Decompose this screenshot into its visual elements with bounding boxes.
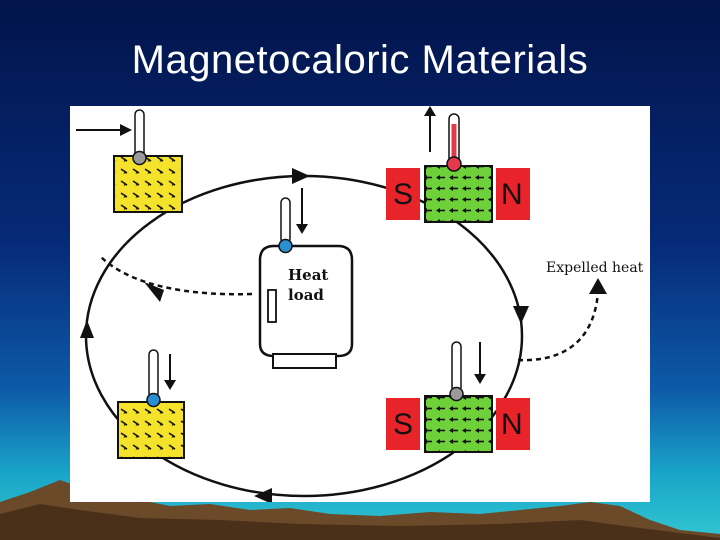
- magnet-south-top: [386, 168, 420, 220]
- temperature-drop-arrow: [296, 188, 308, 234]
- heat-flow-arrowhead-up: [589, 278, 607, 294]
- landscape-decoration: [0, 480, 720, 540]
- cycle-arrow-top: [292, 168, 310, 184]
- temperature-drop-arrow: [164, 354, 176, 390]
- slide-title: Magnetocaloric Materials: [131, 38, 589, 82]
- cycle-arrow-left: [80, 320, 94, 338]
- magnet-north-label-top: N: [501, 178, 523, 211]
- thermometer-icon: [449, 341, 464, 402]
- thermometer-icon: [132, 109, 147, 166]
- thermometer-icon: [278, 197, 293, 254]
- material-block-magnetized-bottom: [424, 395, 493, 453]
- material-block-demagnetized-top: [113, 155, 183, 213]
- cycle-arrow-right: [513, 306, 529, 324]
- heat-load-label-line1: Heat: [288, 266, 328, 284]
- magnet-south-label-top: S: [393, 178, 413, 211]
- magnet-south-bottom: [386, 398, 420, 450]
- temperature-rise-arrow: [424, 106, 436, 152]
- heat-flow-arrowhead-left: [144, 282, 164, 302]
- magnet-north-top: [496, 168, 530, 220]
- expelled-heat-label: Expelled heat: [546, 260, 644, 276]
- material-block-magnetized-top: [424, 165, 493, 223]
- diagram-panel: S N Heat load Expelled heat: [70, 106, 650, 502]
- heat-load-tank: [258, 244, 354, 369]
- heat-flow-from-load: [99, 255, 253, 296]
- heat-load-label-line2: load: [288, 286, 324, 304]
- magnet-north-bottom: [496, 398, 530, 450]
- temperature-drop-arrow: [474, 342, 486, 384]
- heat-flow-to-expelled: [517, 291, 600, 362]
- magnet-north-label-bottom: N: [501, 408, 523, 441]
- thermometer-icon: [446, 113, 462, 172]
- magnet-south-label-bottom: S: [393, 408, 413, 441]
- cycle-arrow-bottom: [254, 488, 272, 502]
- heat-input-arrow: [76, 124, 132, 136]
- material-block-demagnetized-bottom: [117, 401, 185, 459]
- thermometer-icon: [146, 349, 161, 408]
